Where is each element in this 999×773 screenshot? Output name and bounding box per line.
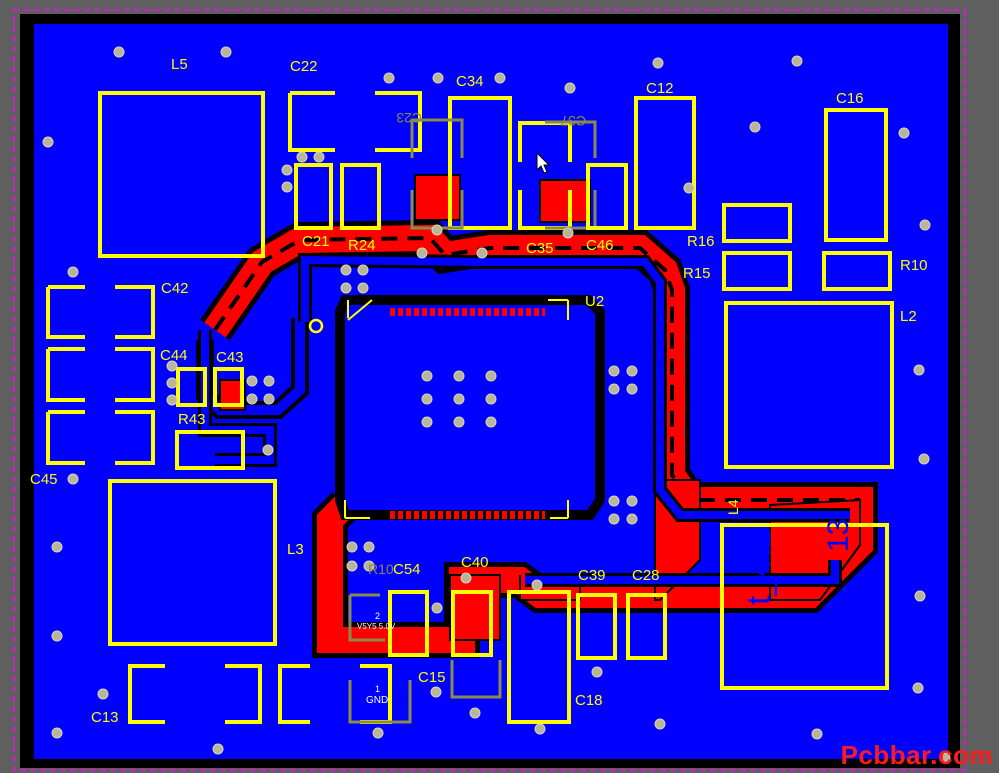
connector-pin1: 1 bbox=[375, 684, 380, 694]
label-R15: R15 bbox=[683, 265, 711, 282]
label-C54: C54 bbox=[393, 561, 421, 578]
label-C13: C13 bbox=[91, 709, 119, 726]
copper-text-fragment: 13 bbox=[822, 519, 855, 552]
label-L5: L5 bbox=[171, 56, 188, 73]
mouse-pointer-icon bbox=[536, 152, 550, 174]
label-C18: C18 bbox=[575, 692, 603, 709]
label-L3: L3 bbox=[287, 541, 304, 558]
connector-net2: V5Y5 5.0V bbox=[357, 622, 396, 631]
label-C34: C34 bbox=[456, 73, 484, 90]
label-C15: C15 bbox=[418, 669, 446, 686]
label-R16: R16 bbox=[687, 233, 715, 250]
label-C35: C35 bbox=[526, 240, 554, 257]
connector-labels: 2 V5Y5 5.0V 1 GND bbox=[357, 611, 396, 706]
label-R10: R10 bbox=[900, 257, 928, 274]
label-C43: C43 bbox=[216, 349, 244, 366]
label-C37: C37 bbox=[560, 113, 586, 129]
label-R10-ghost: R10 bbox=[368, 561, 394, 577]
connector-net1: GND bbox=[366, 695, 388, 706]
label-C23: C23 bbox=[396, 110, 422, 126]
label-U2: U2 bbox=[585, 293, 604, 310]
label-C16: C16 bbox=[836, 90, 864, 107]
label-C28: C28 bbox=[632, 567, 660, 584]
label-C12: C12 bbox=[646, 80, 674, 97]
connector-pin2: 2 bbox=[375, 611, 380, 621]
label-C45: C45 bbox=[30, 471, 58, 488]
copper-text: t_4.2 bbox=[740, 529, 778, 605]
label-R43: R43 bbox=[178, 411, 206, 428]
label-C22: C22 bbox=[290, 58, 318, 75]
keepout-outline bbox=[13, 9, 966, 771]
label-C21: C21 bbox=[302, 233, 330, 250]
vias bbox=[42, 46, 951, 764]
label-C42: C42 bbox=[161, 280, 189, 297]
watermark-text: Pcbbar.com bbox=[840, 740, 993, 770]
label-C44: C44 bbox=[160, 347, 188, 364]
label-C40: C40 bbox=[461, 554, 489, 571]
label-L2: L2 bbox=[900, 308, 917, 325]
label-C46: C46 bbox=[586, 237, 614, 254]
silkscreen-pads bbox=[46, 91, 894, 724]
pin1-marker-icon bbox=[308, 318, 324, 334]
designators: L5 C22 C34 C23 C37 C12 C16 R16 R10 R15 C… bbox=[30, 56, 928, 726]
u2-footprint[interactable] bbox=[308, 295, 605, 520]
label-L4: L4 bbox=[725, 499, 741, 515]
label-R24: R24 bbox=[348, 237, 376, 254]
label-C39: C39 bbox=[578, 567, 606, 584]
